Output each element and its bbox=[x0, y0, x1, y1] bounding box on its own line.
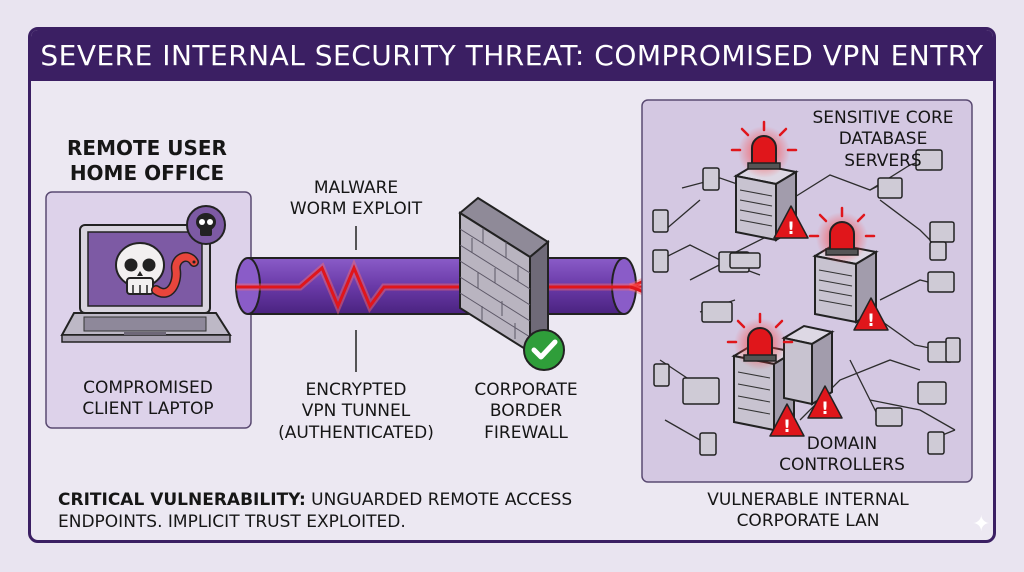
lan-label: VULNERABLE INTERNAL CORPORATE LAN bbox=[690, 490, 926, 533]
worm-icon bbox=[151, 252, 199, 298]
malware-line1: MALWARE bbox=[313, 178, 399, 198]
brick-firewall-icon bbox=[458, 196, 550, 355]
laptop-caption-line2: CLIENT LAPTOP bbox=[82, 399, 214, 420]
vulnerability-note-bold: CRITICAL VULNERABILITY: bbox=[58, 490, 306, 510]
lan-line2: CORPORATE LAN bbox=[736, 511, 880, 532]
svg-text:!: ! bbox=[787, 219, 795, 239]
servers-line2: DATABASE bbox=[838, 129, 928, 150]
svg-text:!: ! bbox=[783, 417, 791, 437]
vulnerability-note-line2: ENDPOINTS. IMPLICIT TRUST EXPLOITED. bbox=[58, 512, 406, 533]
remote-heading-line2: HOME OFFICE bbox=[69, 161, 225, 185]
tunnel-line2: VPN TUNNEL bbox=[301, 401, 411, 422]
warning-triangle-icon: ! ! ! ! bbox=[769, 205, 889, 437]
firewall-line3: FIREWALL bbox=[484, 422, 568, 443]
servers-line3: SERVERS bbox=[844, 150, 922, 171]
skull-badge-icon bbox=[186, 205, 226, 245]
svg-text:!: ! bbox=[867, 311, 875, 331]
tunnel-line1: ENCRYPTED bbox=[305, 380, 407, 400]
title-bar: SEVERE INTERNAL SECURITY THREAT: COMPROM… bbox=[31, 30, 993, 81]
firewall-line1: CORPORATE bbox=[474, 380, 578, 400]
domain-line2: CONTROLLERS bbox=[779, 455, 905, 476]
laptop-caption: COMPROMISED CLIENT LAPTOP bbox=[58, 378, 238, 421]
lan-line1: VULNERABLE INTERNAL bbox=[707, 490, 909, 510]
checkmark-badge-icon bbox=[523, 329, 565, 371]
malware-label: MALWARE WORM EXPLOIT bbox=[266, 178, 446, 221]
servers-line1: SENSITIVE CORE bbox=[812, 108, 954, 128]
svg-text:!: ! bbox=[821, 399, 829, 419]
remote-heading-line1: REMOTE USER bbox=[67, 136, 227, 160]
tunnel-label: ENCRYPTED VPN TUNNEL (AUTHENTICATED) bbox=[276, 380, 436, 444]
vulnerability-note: CRITICAL VULNERABILITY: UNGUARDED REMOTE… bbox=[58, 489, 572, 533]
laptop-caption-line1: COMPROMISED bbox=[83, 378, 213, 398]
servers-label: SENSITIVE CORE DATABASE SERVERS bbox=[798, 108, 968, 172]
domain-controllers-label: DOMAIN CONTROLLERS bbox=[770, 434, 914, 477]
page-title: SEVERE INTERNAL SECURITY THREAT: COMPROM… bbox=[40, 39, 984, 72]
malware-line2: WORM EXPLOIT bbox=[289, 199, 423, 220]
firewall-label: CORPORATE BORDER FIREWALL bbox=[460, 380, 592, 444]
domain-line1: DOMAIN bbox=[806, 434, 878, 454]
skull-icon bbox=[115, 242, 165, 295]
vulnerability-note-rest: UNGUARDED REMOTE ACCESS bbox=[305, 490, 573, 510]
remote-office-heading: REMOTE USER HOME OFFICE bbox=[58, 136, 236, 186]
desktop-monitor-icon bbox=[652, 149, 961, 456]
sparkle-icon: ✦ bbox=[972, 512, 991, 537]
tunnel-line3: (AUTHENTICATED) bbox=[278, 422, 434, 443]
alarm-siren-icon bbox=[726, 120, 876, 370]
firewall-line2: BORDER bbox=[489, 401, 563, 422]
